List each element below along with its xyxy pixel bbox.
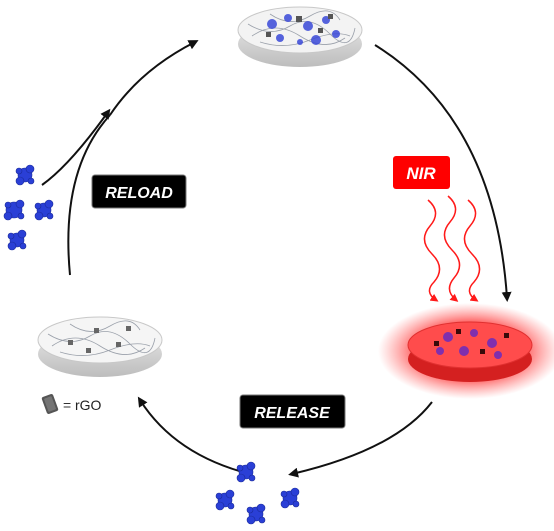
hydrogel-disc-icon [378,303,554,399]
protein-molecule-icon [215,489,235,511]
protein-molecule-icon [3,199,25,221]
arrow-protein-loading [41,108,111,186]
release-label-text: RELEASE [254,405,331,422]
release-label: RELEASE [239,394,346,429]
arrow-release-to-empty-disc [137,396,251,475]
arrow-reload-left-side [67,114,111,276]
protein-molecule-icon [15,164,35,186]
reload-label-text: RELOAD [105,185,173,202]
cycle-arrows [41,40,512,478]
protein-molecule-icon [236,461,256,483]
legend-rgo-text: rGO [75,397,102,413]
nir-label: NIR [393,156,450,189]
arrow-release-lower-right [288,401,433,478]
released-protein-group [215,461,300,525]
protein-molecule-icon [280,487,300,509]
hydrogel-disc-icon [237,6,363,67]
protein-molecule-icon [246,503,266,525]
protein-molecule-icon [34,199,54,221]
reload-protein-group [3,164,54,251]
rgo-legend: = rGO [41,394,102,414]
protein-molecule-icon [7,229,27,251]
legend-equals: = [63,397,71,413]
reload-label: RELOAD [91,174,187,209]
arrow-top-to-nir [374,44,512,302]
nir-label-text: NIR [406,164,436,183]
rgo-flake-icon [41,394,59,414]
arrow-reload-to-top-disc [109,40,199,116]
nir-wave-icon [423,195,481,302]
hydrogel-disc-icon [37,316,163,377]
